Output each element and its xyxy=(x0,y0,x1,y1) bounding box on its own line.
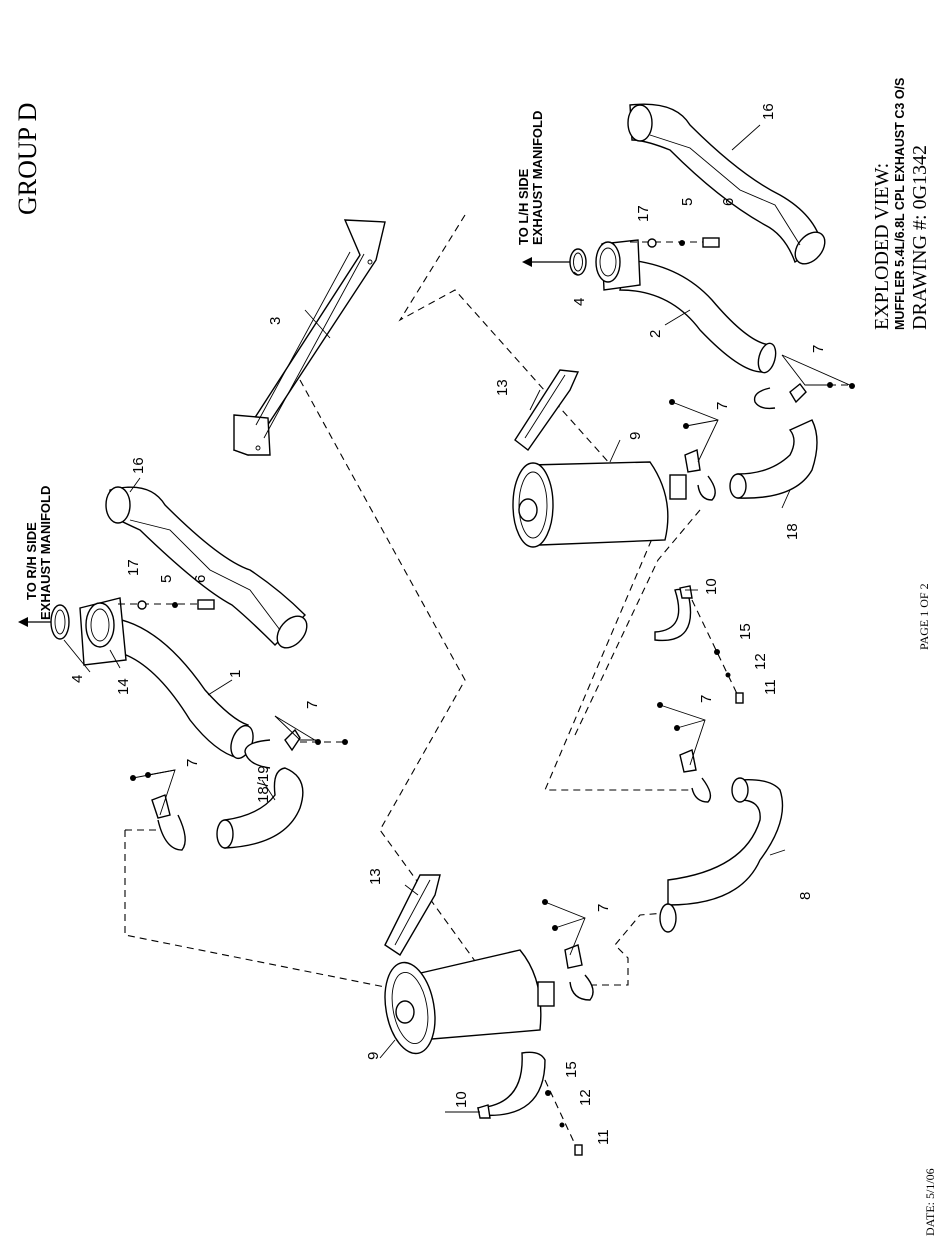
lh-arrow-head-icon xyxy=(522,257,532,267)
part-label-7-lh-pipe8: 7 xyxy=(698,695,715,703)
part-label-9-lh: 9 xyxy=(627,432,644,440)
dash-rh-tailpipe-to-muffler xyxy=(125,830,400,990)
title-line-1: EXPLODED VIEW: xyxy=(871,163,893,330)
part-label-7-rh-outlet: 7 xyxy=(595,904,612,912)
title-line-2: MUFFLER 5.4L/6.8L CPL EXHAUST C3 O/S xyxy=(893,78,907,330)
part-label-15-lh: 15 xyxy=(737,623,754,640)
part-label-11-rh: 11 xyxy=(595,1129,612,1145)
lh-side-callout: TO L/H SIDE EXHAUST MANIFOLD xyxy=(516,111,572,267)
rh-side-line-1: TO R/H SIDE xyxy=(24,522,39,600)
part-label-13-lh: 13 xyxy=(494,379,511,396)
rh-arrow-head-icon xyxy=(18,617,28,627)
dash-pipe8-to-muffler xyxy=(590,913,665,985)
part-label-10-lh: 10 xyxy=(703,578,720,595)
part-label-18: 18 xyxy=(784,523,801,540)
part-label-3: 3 xyxy=(267,317,284,325)
part-label-6-lh: 6 xyxy=(720,198,737,206)
date-label: DATE: 5/1/06 xyxy=(923,1168,937,1236)
part-label-10-rh: 10 xyxy=(453,1091,470,1108)
part-label-12-lh: 12 xyxy=(752,653,769,670)
part-label-7-rh-upper: 7 xyxy=(304,701,321,709)
part-label-4-rh: 4 xyxy=(69,675,86,683)
part-label-2: 2 xyxy=(647,330,664,338)
lh-strap-part-10 xyxy=(655,586,743,703)
rh-side-callout: TO R/H SIDE EXHAUST MANIFOLD xyxy=(18,486,60,627)
lh-clamp-part-7-pipe8 xyxy=(657,702,710,802)
page-label: PAGE 1 OF 2 xyxy=(917,583,931,650)
part-label-17-rh: 17 xyxy=(125,559,142,576)
part-label-16-rh: 16 xyxy=(130,457,147,474)
part-label-15-rh: 15 xyxy=(563,1061,580,1078)
rh-clamp-part-7-left xyxy=(130,770,185,850)
part-label-14: 14 xyxy=(115,678,132,695)
rh-fasteners-17-5-6 xyxy=(118,600,214,609)
part-label-16-lh: 16 xyxy=(760,103,777,120)
rh-side-line-2: EXHAUST MANIFOLD xyxy=(38,486,53,620)
lh-fasteners-17-5-6 xyxy=(630,238,719,247)
crossmember-part-3 xyxy=(234,220,385,455)
rh-clamp-part-7-upper xyxy=(245,716,348,768)
part-label-5-lh: 5 xyxy=(679,198,696,206)
title-line-3: DRAWING #: 0G1342 xyxy=(909,145,931,330)
lh-heatshield-part-16 xyxy=(628,104,831,269)
part-label-11-lh: 11 xyxy=(762,679,779,695)
part-label-5-rh: 5 xyxy=(158,575,175,583)
part-label-13-rh: 13 xyxy=(367,868,384,885)
part-label-1: 1 xyxy=(227,670,244,678)
group-label: GROUP D xyxy=(13,103,42,215)
part-label-6-rh: 6 xyxy=(192,575,209,583)
title-block: EXPLODED VIEW: MUFFLER 5.4L/6.8L CPL EXH… xyxy=(871,78,931,330)
lh-tailpipe-part-18 xyxy=(730,420,817,498)
part-label-7-lh-upper: 7 xyxy=(810,345,827,353)
part-label-7-rh-left: 7 xyxy=(184,759,201,767)
lh-side-line-1: TO L/H SIDE xyxy=(516,168,531,245)
part-label-17-lh: 17 xyxy=(635,205,652,222)
lh-pipe-part-2 xyxy=(570,240,779,375)
lh-side-line-2: EXHAUST MANIFOLD xyxy=(530,111,545,245)
part-label-9-rh: 9 xyxy=(365,1052,382,1060)
part-label-12-rh: 12 xyxy=(577,1089,594,1106)
part-label-18-19: 18/19 xyxy=(255,765,272,803)
rh-bracket-part-13 xyxy=(385,875,440,955)
rh-muffler-part-9 xyxy=(378,950,554,1057)
part-label-7-lh-outlet: 7 xyxy=(714,402,731,410)
pipe-part-8 xyxy=(660,778,783,932)
lh-muffler-part-9 xyxy=(513,462,686,547)
lh-bracket-part-13 xyxy=(515,370,578,450)
part-label-8: 8 xyxy=(797,892,814,900)
part-label-4-lh: 4 xyxy=(571,298,588,306)
